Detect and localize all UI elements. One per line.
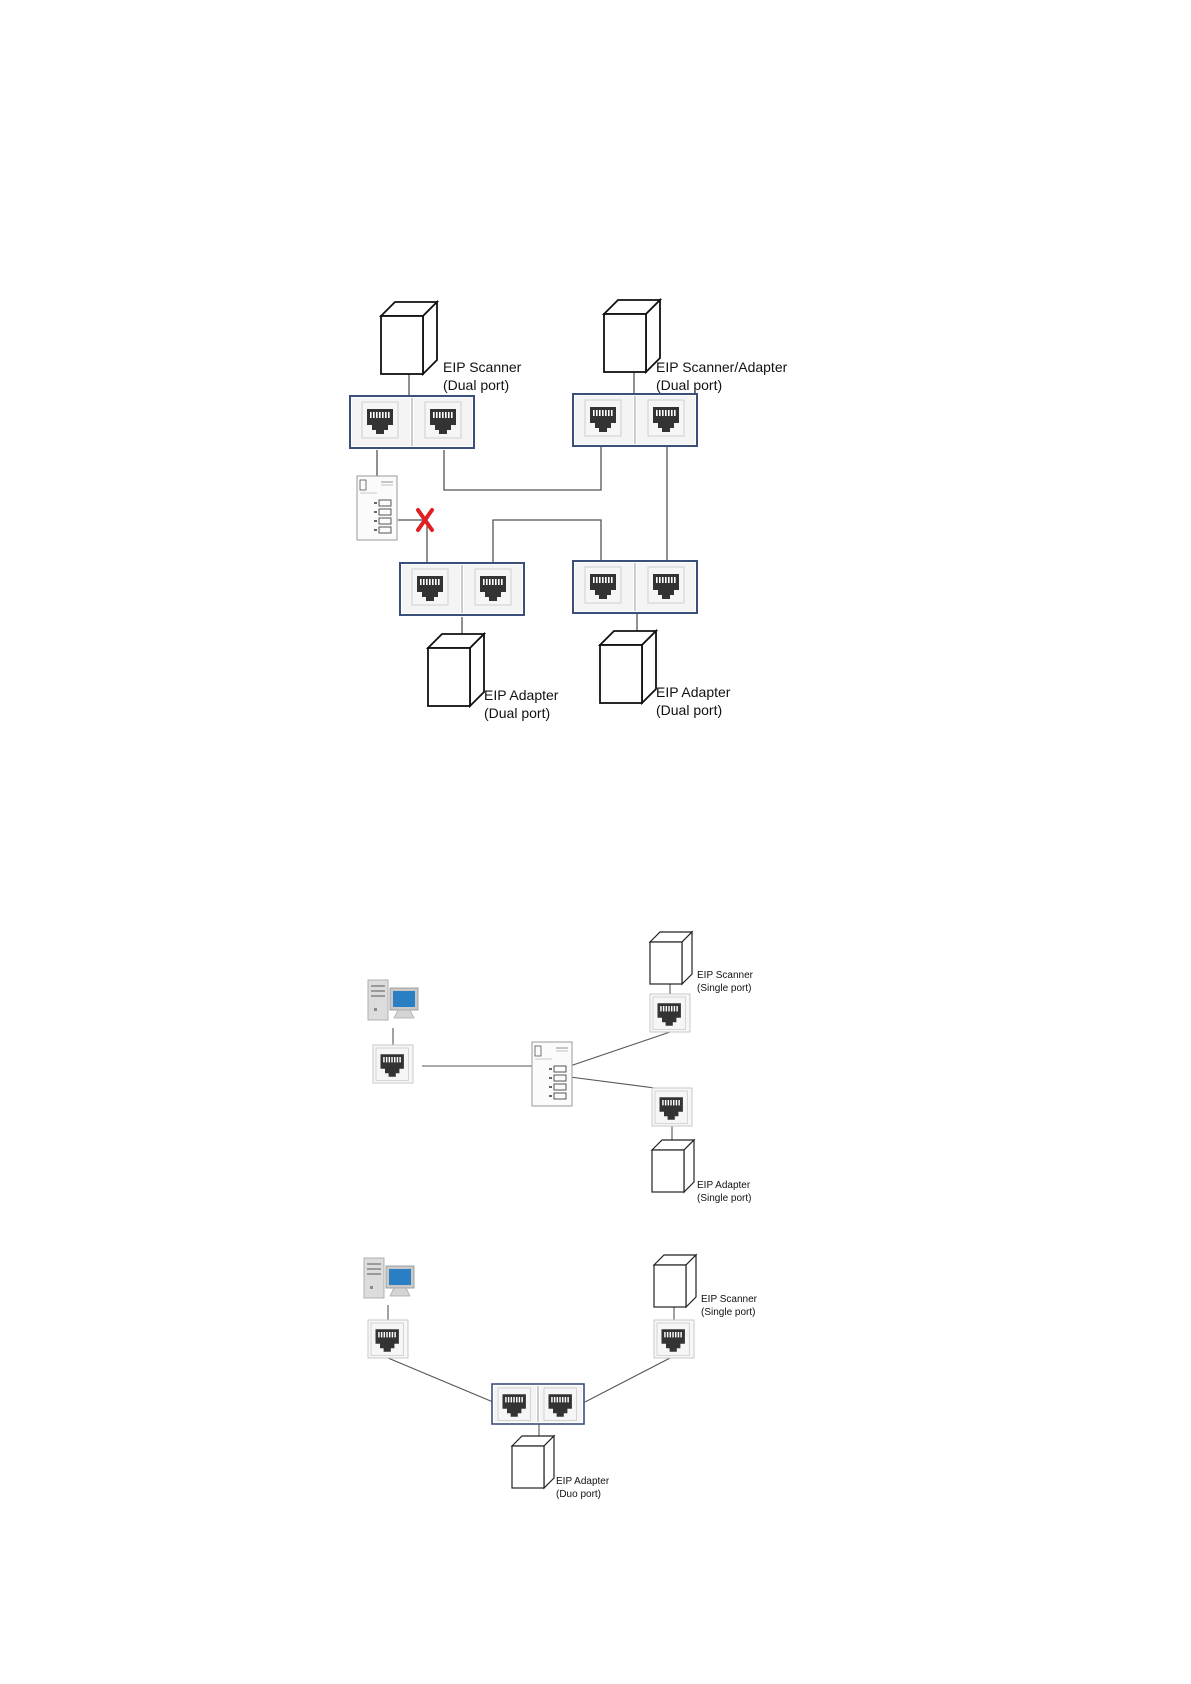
label-eip-adapter-duo: EIP Adapter: [556, 1476, 610, 1487]
device-eip-scanner-single-box: [650, 932, 692, 984]
label-eip-scanner: EIP Scanner: [443, 359, 522, 375]
label-eip-scanner-single-port: (Single port): [697, 983, 751, 994]
device-eip-adapter-duo-box: [512, 1436, 554, 1488]
adapter-jack-single-port: [652, 1088, 692, 1126]
label-eip-adapter-left: EIP Adapter: [484, 687, 559, 703]
device-eip-adapter-right-box: [600, 631, 656, 703]
label-eip-scanner-adapter-port: (Dual port): [656, 377, 722, 393]
module-bottom-right-dual-port: [573, 561, 697, 613]
module-top-left-dual-port: [350, 396, 474, 448]
label-eip-adapter-right: EIP Adapter: [656, 684, 731, 700]
network-switch-small: [532, 1042, 572, 1106]
label-eip-scanner-single: EIP Scanner: [697, 970, 754, 981]
pc-workstation-icon: [368, 980, 418, 1020]
link-top-modules: [444, 447, 601, 490]
module-top-right-dual-port: [573, 394, 697, 446]
link-pc-jack-to-module: [388, 1358, 493, 1402]
diagram1-ring-topology: EIP Scanner (Dual port) EIP Scanner/Adap…: [350, 300, 788, 721]
link-switch-to-scanner: [570, 1032, 670, 1066]
network-switch: [357, 476, 397, 540]
diagram2-star-topology: EIP Scanner (Single port) EIP Adapter (S…: [368, 932, 754, 1204]
scanner-jack-single-port: [650, 994, 690, 1032]
label-eip-adapter-right-port: (Dual port): [656, 702, 722, 718]
device-eip-scanner-box: [381, 302, 437, 374]
pc-jack-single-port: [373, 1045, 413, 1083]
label-eip-adapter-single: EIP Adapter: [697, 1180, 751, 1191]
module-dual-port-small: [492, 1384, 584, 1424]
device-eip-scanner-single-box-3: [654, 1255, 696, 1307]
label-eip-adapter-left-port: (Dual port): [484, 705, 550, 721]
device-eip-adapter-left-box: [428, 634, 484, 706]
label-eip-scanner-single-port-3: (Single port): [701, 1307, 755, 1318]
label-eip-scanner-adapter: EIP Scanner/Adapter: [656, 359, 788, 375]
label-eip-adapter-duo-port: (Duo port): [556, 1489, 601, 1500]
diagram3-line-topology: EIP Scanner (Single port) EIP Adapter (D…: [364, 1255, 758, 1500]
label-eip-adapter-single-port: (Single port): [697, 1193, 751, 1204]
device-eip-scanner-adapter-box: [604, 300, 660, 372]
module-bottom-left-dual-port: [400, 563, 524, 615]
device-eip-adapter-single-box: [652, 1140, 694, 1192]
label-eip-scanner-single-3: EIP Scanner: [701, 1294, 758, 1305]
label-eip-scanner-port: (Dual port): [443, 377, 509, 393]
pc-workstation-icon-3: [364, 1258, 414, 1298]
scanner-jack-single-port-3: [654, 1320, 694, 1358]
link-module-to-scanner: [585, 1356, 674, 1402]
pc-jack-single-port-3: [368, 1320, 408, 1358]
link-bottom-modules: [493, 520, 601, 565]
